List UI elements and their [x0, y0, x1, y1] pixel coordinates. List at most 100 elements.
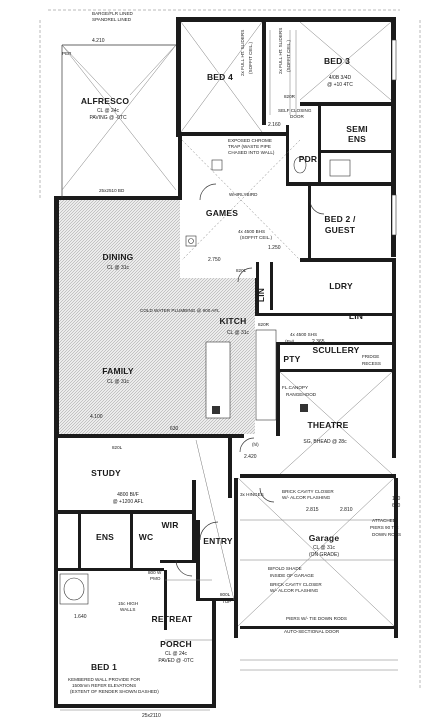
note-brick1: BRICK CAVITY CLOSER	[282, 489, 334, 494]
annotations: BARGE/FLR LINED SPANDREL LINED PER 4.210…	[62, 11, 401, 719]
garage-sub2: (ON GRADE)	[309, 552, 339, 558]
kitch-sub1: CL @ 31c	[227, 330, 250, 336]
note-rh4: (SOFFIT CEIL.)	[286, 39, 291, 72]
bed2-label2: GUEST	[325, 225, 356, 235]
note-games-ceil2: (SOFFIT CEIL.)	[240, 235, 273, 240]
note-piers: PIERS W/- TIE DOWN RODS	[286, 616, 347, 621]
lin1-label: LIN	[256, 288, 266, 302]
theatre-sub1: SG, BHEAD @ 28c	[303, 439, 347, 445]
wc-label: WC	[139, 532, 154, 542]
kitch-label: KITCH	[220, 316, 247, 326]
note-attached1: ATTACHED	[372, 518, 397, 523]
family-sub1: CL @ 31c	[107, 379, 130, 385]
note-pty-sh1: 4x 4500 SHS	[290, 332, 317, 337]
note-per: PER	[62, 51, 72, 56]
dim-2420: 2.420	[244, 454, 257, 460]
note-self-closing: SELF CLOSING	[278, 108, 312, 113]
bed3-sub2: @ +10 4TC	[327, 82, 353, 88]
dim-2365: 2.365	[312, 339, 325, 345]
porch-sub1: CL @ 24c	[165, 651, 188, 657]
theatre-label: THEATRE	[308, 420, 349, 430]
note-fridge: FRIDGE	[362, 354, 379, 359]
note-820l: 820L	[236, 268, 247, 273]
note-820l2: 820L	[112, 445, 123, 450]
note-walls: WALLS	[120, 607, 135, 612]
note-top-barge2: SPANDREL LINED	[92, 17, 132, 22]
note-fridge2: RECESS	[362, 361, 381, 366]
note-attached2: PIERS 90 TIE	[370, 525, 399, 530]
study-sub1: 4800 BI/F	[117, 492, 139, 498]
note-brick3: BRICK CAVITY CLOSER	[270, 582, 322, 587]
pty-label: PTY	[283, 354, 300, 364]
dining-label: DINING	[103, 252, 134, 262]
dim-1640: 1.640	[74, 614, 87, 620]
dim-bottom: 25x2110	[142, 713, 161, 719]
study-sub2: @ +1200 AFL	[113, 499, 144, 505]
note-rh3: 2x FULL HT. SLIDERS	[278, 28, 283, 74]
note-kem1: KEMBERED WALL PROVIDE FOR	[68, 677, 141, 682]
dining-sub1: CL @ 31c	[107, 265, 130, 271]
note-exposed2: TRAP (WASTE PIPE	[228, 144, 271, 149]
semi-ens-label: SEMI	[346, 124, 368, 134]
note-attached3: DOWN RODS	[372, 532, 401, 537]
note-820r2: 820R	[258, 322, 270, 327]
room-labels: ALFRESCO CL @ 24c PAVING @ -0TC BED 4 BE…	[81, 56, 368, 672]
pdr-label: PDR	[299, 154, 318, 164]
note-games-ceil1: 4x 4500 BHS	[238, 229, 265, 234]
garage-sub1: CL @ 31c	[313, 545, 336, 551]
note-brick4: W/- ALCOR FLASHING	[270, 588, 319, 593]
retreat-label: RETREAT	[152, 614, 194, 624]
dim-2810: 2.810	[340, 507, 353, 513]
note-high-walls: 15c HIGH	[118, 601, 138, 606]
scullery-label: SCULLERY	[312, 345, 359, 355]
games-label: GAMES	[206, 208, 238, 218]
note-kem2: 1500mm REFER ELEVATIONS	[72, 683, 136, 688]
note-800l: 800L	[220, 592, 231, 597]
bed2-label: BED 2 /	[324, 214, 356, 224]
study-label: STUDY	[91, 468, 121, 478]
note-exposed1: EXPOSED CHROME	[228, 138, 272, 143]
dim-2815: 2.815	[306, 507, 319, 513]
note-range: RANGEHOOD	[286, 392, 317, 397]
garage-label: Garage	[309, 533, 340, 543]
bed4-label: BED 4	[207, 72, 233, 82]
dim-2160: 2.160	[268, 122, 281, 128]
alfresco-label: ALFRESCO	[81, 96, 130, 106]
note-pmo: PMO	[150, 576, 161, 581]
ldry-label: LDRY	[329, 281, 353, 291]
note-door: DOOR	[290, 114, 304, 119]
dim-1250: 1.250	[268, 245, 281, 251]
dim-630: 630	[170, 426, 179, 432]
note-ceil-line: 25x2510 BD	[99, 188, 125, 193]
bed1-label: BED 1	[91, 662, 117, 672]
note-flcano: FL.CANOPY	[282, 385, 308, 390]
note-kem3: (EXTENT OF RENDER SHOWN DASHED)	[70, 689, 159, 694]
wir-label: WIR	[161, 520, 178, 530]
porch-label: PORCH	[160, 639, 192, 649]
porch-sub2: PAVED @ -0TC	[158, 658, 194, 664]
lin2-label: LIN	[349, 311, 363, 321]
dim-4100: 4.100	[90, 414, 103, 420]
linework	[39, 9, 421, 711]
note-top-barge: BARGE/FLR LINED	[92, 11, 134, 16]
semi-ens-label2: ENS	[348, 134, 366, 144]
note-brick2: W/- ALCOR FLASHING	[282, 495, 331, 500]
bed3-label: BED 3	[324, 56, 350, 66]
bed3-sub1: 4/0B 3/4D	[329, 75, 352, 81]
note-bl: (hl)	[252, 442, 259, 447]
note-800r: 800 W	[148, 570, 162, 575]
alfresco-sub2: PAVING @ -0TC	[89, 115, 127, 121]
note-inside-g: INSIDE OF GARAGE	[270, 573, 314, 578]
ens-label: ENS	[96, 532, 114, 542]
note-cold-water: COLD WATER PLUMBING @ 900 AFL	[140, 308, 220, 313]
note-pty-sh2: (FH)	[285, 339, 295, 344]
family-label: FAMILY	[102, 366, 134, 376]
note-bi-spread: BIFOLD SHADE	[268, 566, 302, 571]
alfresco-sub1: CL @ 24c	[97, 108, 120, 114]
note-820: 820R	[284, 94, 296, 99]
note-auto-door: AUTO-SECTIONAL DOOR	[284, 629, 340, 634]
note-hinges: 3x HINGES	[240, 492, 264, 497]
dim-100: 100	[392, 496, 401, 502]
note-exposed3: CHASED INTO WALL)	[228, 150, 275, 155]
